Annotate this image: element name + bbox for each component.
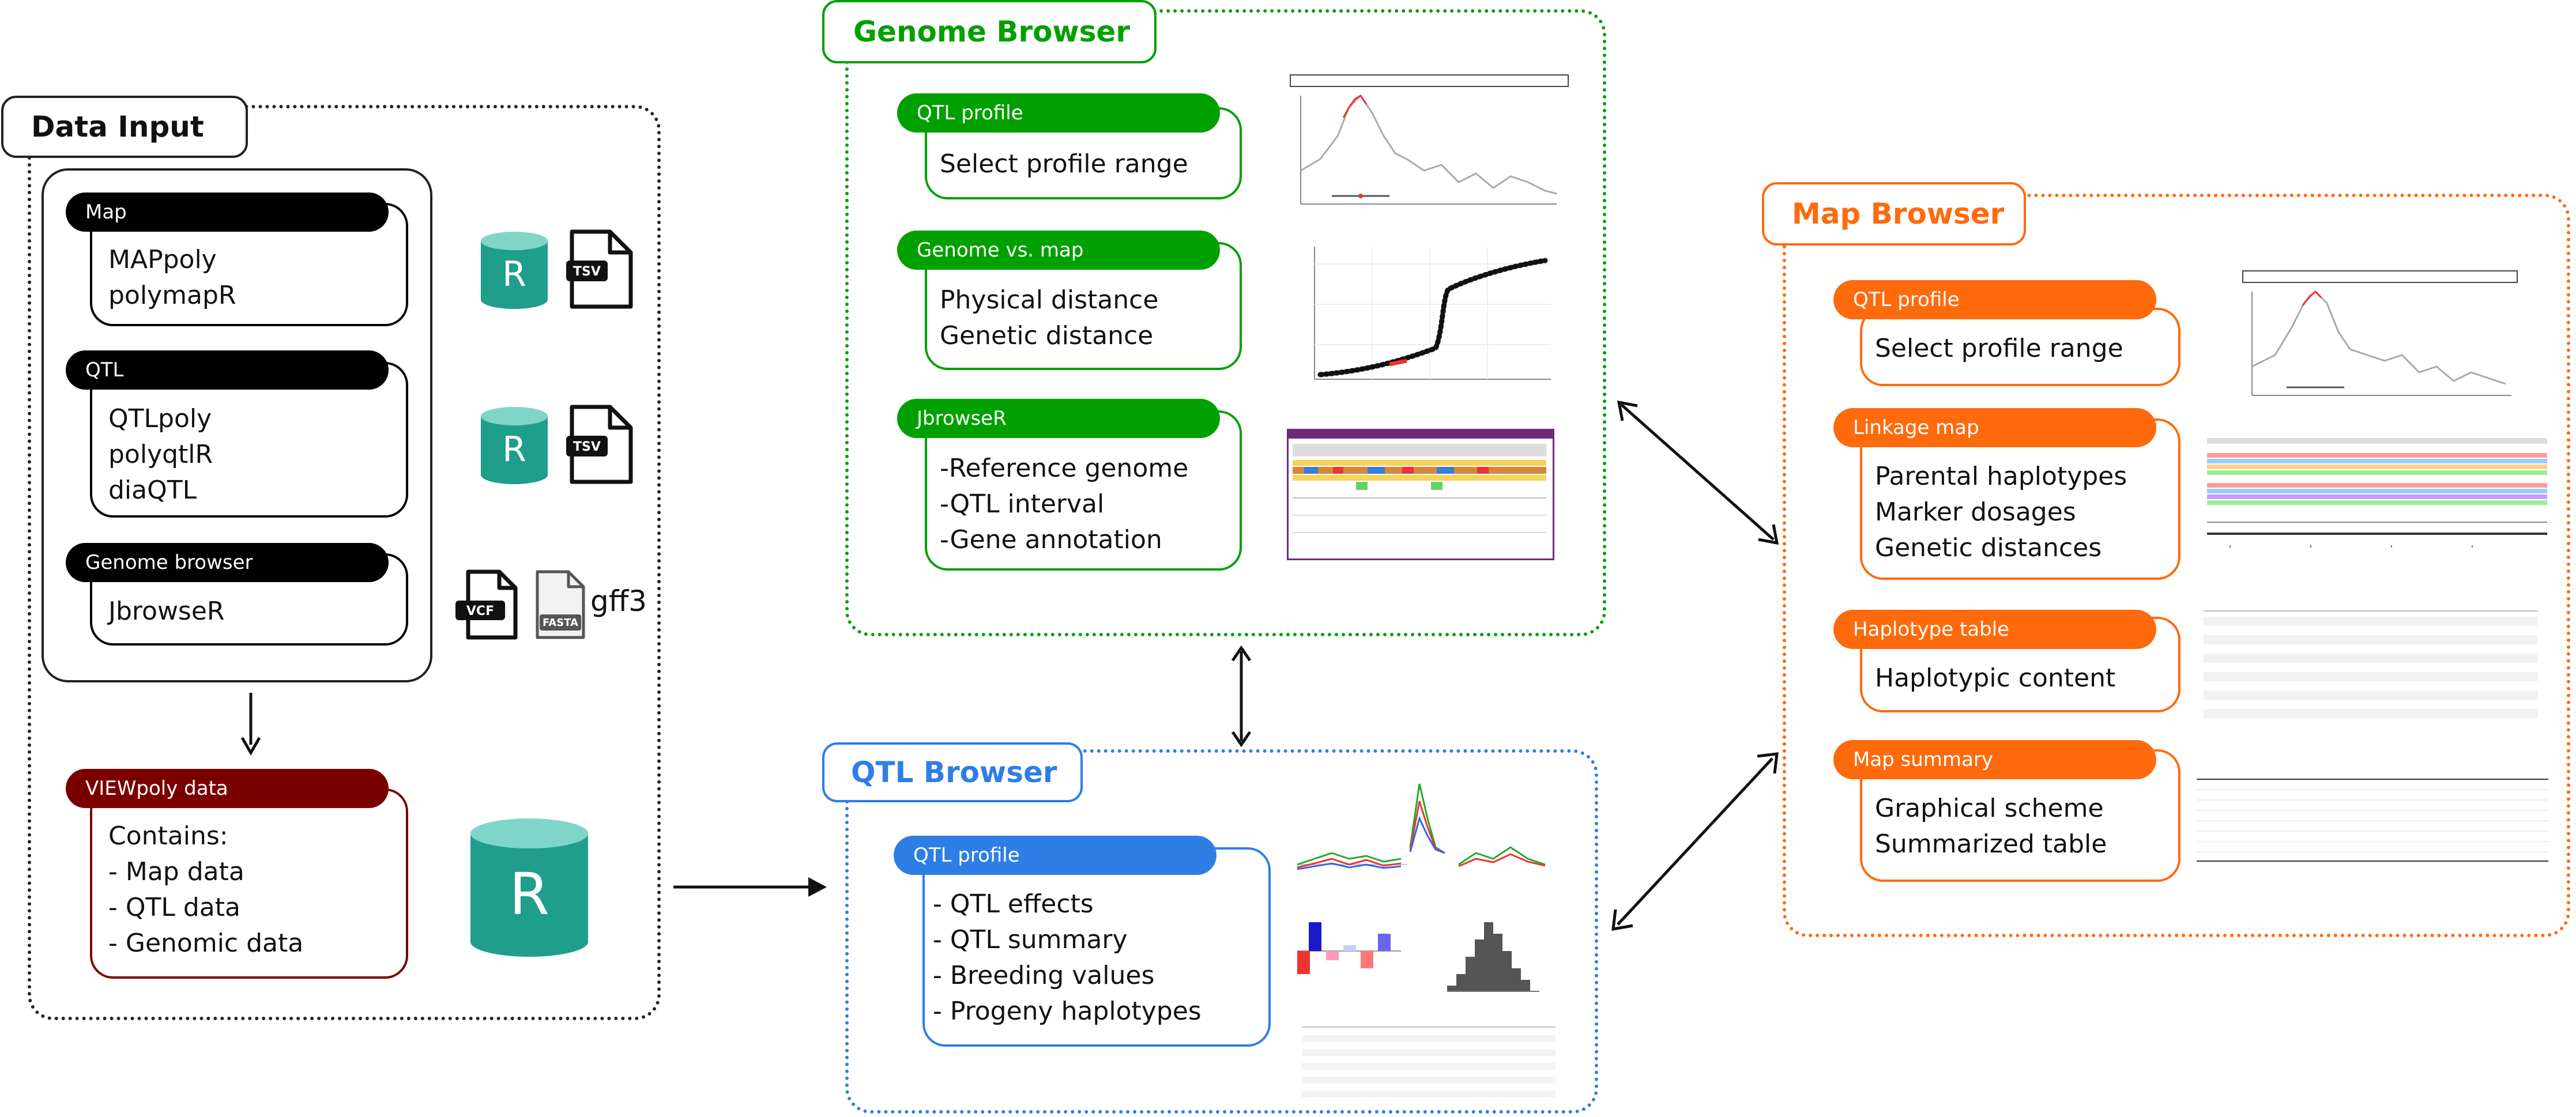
- viewpoly-contains: Contains:: [108, 821, 228, 851]
- gb-genetic-distance: Genetic distance: [940, 321, 1154, 350]
- genome-tool-jbrowser: JbrowseR: [108, 597, 225, 626]
- viewpoly-data-header: VIEWpoly data: [66, 769, 389, 808]
- mb-haplotype-table-header: Haplotype table: [1833, 610, 2156, 649]
- qb-progeny-haplotypes: - Progeny haplotypes: [933, 997, 1202, 1026]
- mb-parental-haplotypes: Parental haplotypes: [1875, 462, 2127, 491]
- gb-genome-vs-map-thumbnail: [1291, 241, 1557, 392]
- mb-map-summary-body: Graphical scheme Summarized table: [1875, 791, 2107, 862]
- genome-browser-input-header: Genome browser: [66, 543, 389, 582]
- arrow-qb-mb: [1611, 752, 1779, 931]
- viewpoly-genomic-data: - Genomic data: [108, 929, 304, 958]
- qb-qtl-profile-card: [922, 847, 1271, 1047]
- gb-jbrowser-header: JbrowseR: [897, 399, 1220, 438]
- viewpoly-map-data: - Map data: [108, 857, 244, 886]
- gb-reference-genome: -Reference genome: [940, 454, 1189, 483]
- gb-qtl-profile-thumbnail: [1286, 73, 1573, 228]
- mb-qtl-profile-card: [1860, 308, 2180, 386]
- mb-linkage-map-thumbnail: [2195, 436, 2553, 563]
- viewpoly-qtl-data: - QTL data: [108, 893, 240, 922]
- mb-haplotype-table-thumbnail: [2198, 599, 2544, 720]
- genome-browser-title: Genome Browser: [822, 0, 1157, 63]
- tsv-label-qtl: TSV: [573, 440, 601, 454]
- gb-jbrowser-body: -Reference genome -QTL interval -Gene an…: [940, 451, 1188, 558]
- qb-histogram-thumbnail: [1436, 899, 1562, 1009]
- qb-qtl-summary: - QTL summary: [933, 925, 1128, 954]
- arrow-gb-qtl-browser: [1231, 646, 1252, 747]
- vcf-file-icon: VCF: [455, 569, 518, 640]
- data-input-section: [28, 105, 661, 1020]
- gb-qtl-interval: -QTL interval: [940, 489, 1105, 519]
- r-logo-qtl-letter: R: [502, 429, 526, 470]
- qb-table-thumbnail: [1296, 1020, 1561, 1107]
- arrow-gb-mb: [1617, 400, 1779, 545]
- gb-genome-vs-map-body: Physical distance Genetic distance: [940, 282, 1158, 354]
- gb-genome-vs-map-header: Genome vs. map: [897, 231, 1220, 270]
- arrow-right-to-qtl-browser: [673, 877, 827, 897]
- qtl-browser-title: QTL Browser: [822, 742, 1083, 802]
- qtl-card-body: QTLpoly polyqtlR diaQTL: [108, 401, 213, 508]
- mb-select-profile-range: Select profile range: [1875, 334, 2123, 363]
- data-input-title: Data Input: [1, 96, 248, 158]
- qb-breeding-values: - Breeding values: [933, 961, 1155, 990]
- genome-browser-input-body: JbrowseR: [108, 594, 225, 629]
- r-logo-viewpoly-letter: R: [509, 861, 549, 928]
- r-logo-qtl: R: [481, 407, 548, 484]
- qb-qtl-profile-header: QTL profile: [894, 836, 1217, 875]
- tsv-file-icon-map: TSV: [566, 229, 633, 309]
- map-browser-title: Map Browser: [1762, 182, 2026, 246]
- mb-linkage-map-header: Linkage map: [1833, 408, 2156, 447]
- qb-qtl-profile-body: - QTL effects - QTL summary - Breeding v…: [933, 886, 1202, 1029]
- viewpoly-data-body: Contains: - Map data - QTL data - Genomi…: [108, 818, 303, 961]
- mb-map-summary-header: Map summary: [1833, 740, 2156, 779]
- gff3-label: gff3: [590, 584, 647, 618]
- data-input-tools-container: [42, 168, 432, 682]
- map-card-body: MAPpoly polymapR: [108, 242, 236, 314]
- fasta-label: FASTA: [543, 617, 578, 629]
- mb-qtl-profile-header: QTL profile: [1833, 280, 2156, 319]
- mb-haplotype-table-body: Haplotypic content: [1875, 661, 2115, 696]
- mb-qtl-profile-body: Select profile range: [1875, 331, 2123, 367]
- mb-haplotypic-content: Haplotypic content: [1875, 663, 2116, 693]
- r-logo-map: R: [481, 232, 548, 309]
- gb-gene-annotation: -Gene annotation: [940, 525, 1162, 554]
- fasta-file-icon: FASTA: [536, 570, 585, 639]
- map-card-header: Map: [66, 193, 389, 232]
- mb-graphical-scheme: Graphical scheme: [1875, 794, 2104, 823]
- tsv-label-map: TSV: [573, 265, 601, 279]
- genome-browser-section: [845, 9, 1606, 636]
- gb-jbrowser-thumbnail: [1287, 429, 1554, 560]
- map-browser-section: [1783, 194, 2570, 937]
- map-tool-mappoly: MAPpoly: [108, 245, 217, 274]
- qtl-tool-diaqtl: diaQTL: [108, 476, 197, 505]
- qtl-card-header: QTL: [66, 350, 389, 390]
- qb-effects-thumbnail: [1291, 899, 1407, 1009]
- gb-qtl-profile-body: Select profile range: [940, 146, 1188, 182]
- mb-marker-dosages: Marker dosages: [1875, 497, 2076, 527]
- arrow-down-to-viewpoly: [240, 693, 261, 756]
- r-logo-map-letter: R: [502, 254, 526, 295]
- vcf-label: VCF: [466, 604, 494, 618]
- gb-physical-distance: Physical distance: [940, 285, 1159, 315]
- mb-map-summary-thumbnail: [2191, 769, 2554, 873]
- qtl-tool-polyqtlr: polyqtlR: [108, 440, 213, 469]
- mb-genetic-distances: Genetic distances: [1875, 533, 2102, 563]
- mb-summarized-table: Summarized table: [1875, 829, 2107, 859]
- qb-multi-trait-profile-thumbnail: [1291, 772, 1551, 888]
- gb-qtl-profile-header: QTL profile: [897, 93, 1220, 133]
- tsv-file-icon-qtl: TSV: [566, 405, 633, 484]
- qtl-tool-qtlpoly: QTLpoly: [108, 404, 212, 433]
- qb-qtl-effects: - QTL effects: [933, 889, 1094, 919]
- gb-select-profile-range: Select profile range: [940, 149, 1188, 179]
- qtl-browser-section: [845, 749, 1598, 1114]
- map-tool-polymapr: polymapR: [108, 281, 236, 310]
- mb-qtl-profile-thumbnail: [2235, 269, 2521, 416]
- r-logo-viewpoly: R: [470, 818, 588, 957]
- viewpoly-data-card: [90, 788, 408, 979]
- mb-linkage-map-body: Parental haplotypes Marker dosages Genet…: [1875, 459, 2127, 566]
